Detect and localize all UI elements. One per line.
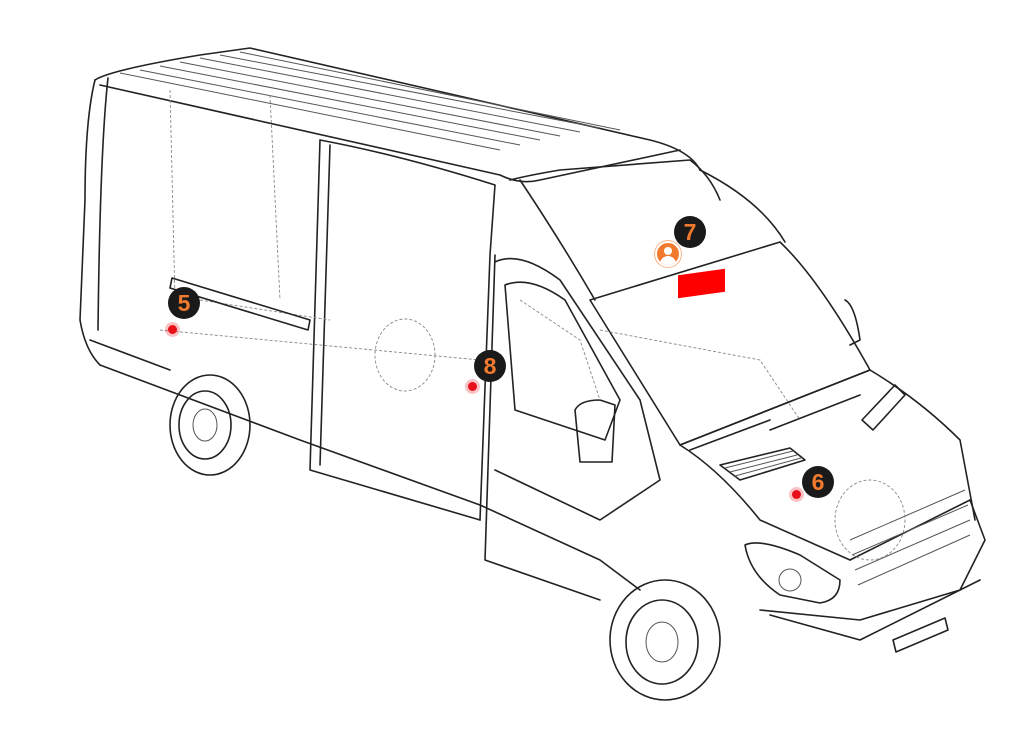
hotspot-6-dot[interactable] bbox=[792, 490, 801, 499]
marker-6[interactable]: 6 bbox=[802, 466, 834, 498]
marker-8[interactable]: 8 bbox=[474, 350, 506, 382]
hotspot-8-dot[interactable] bbox=[468, 382, 477, 391]
marker-7[interactable]: 7 bbox=[674, 216, 706, 248]
marker-5[interactable]: 5 bbox=[168, 287, 200, 319]
person-icon[interactable] bbox=[655, 241, 681, 267]
hotspot-5-dot[interactable] bbox=[168, 325, 177, 334]
